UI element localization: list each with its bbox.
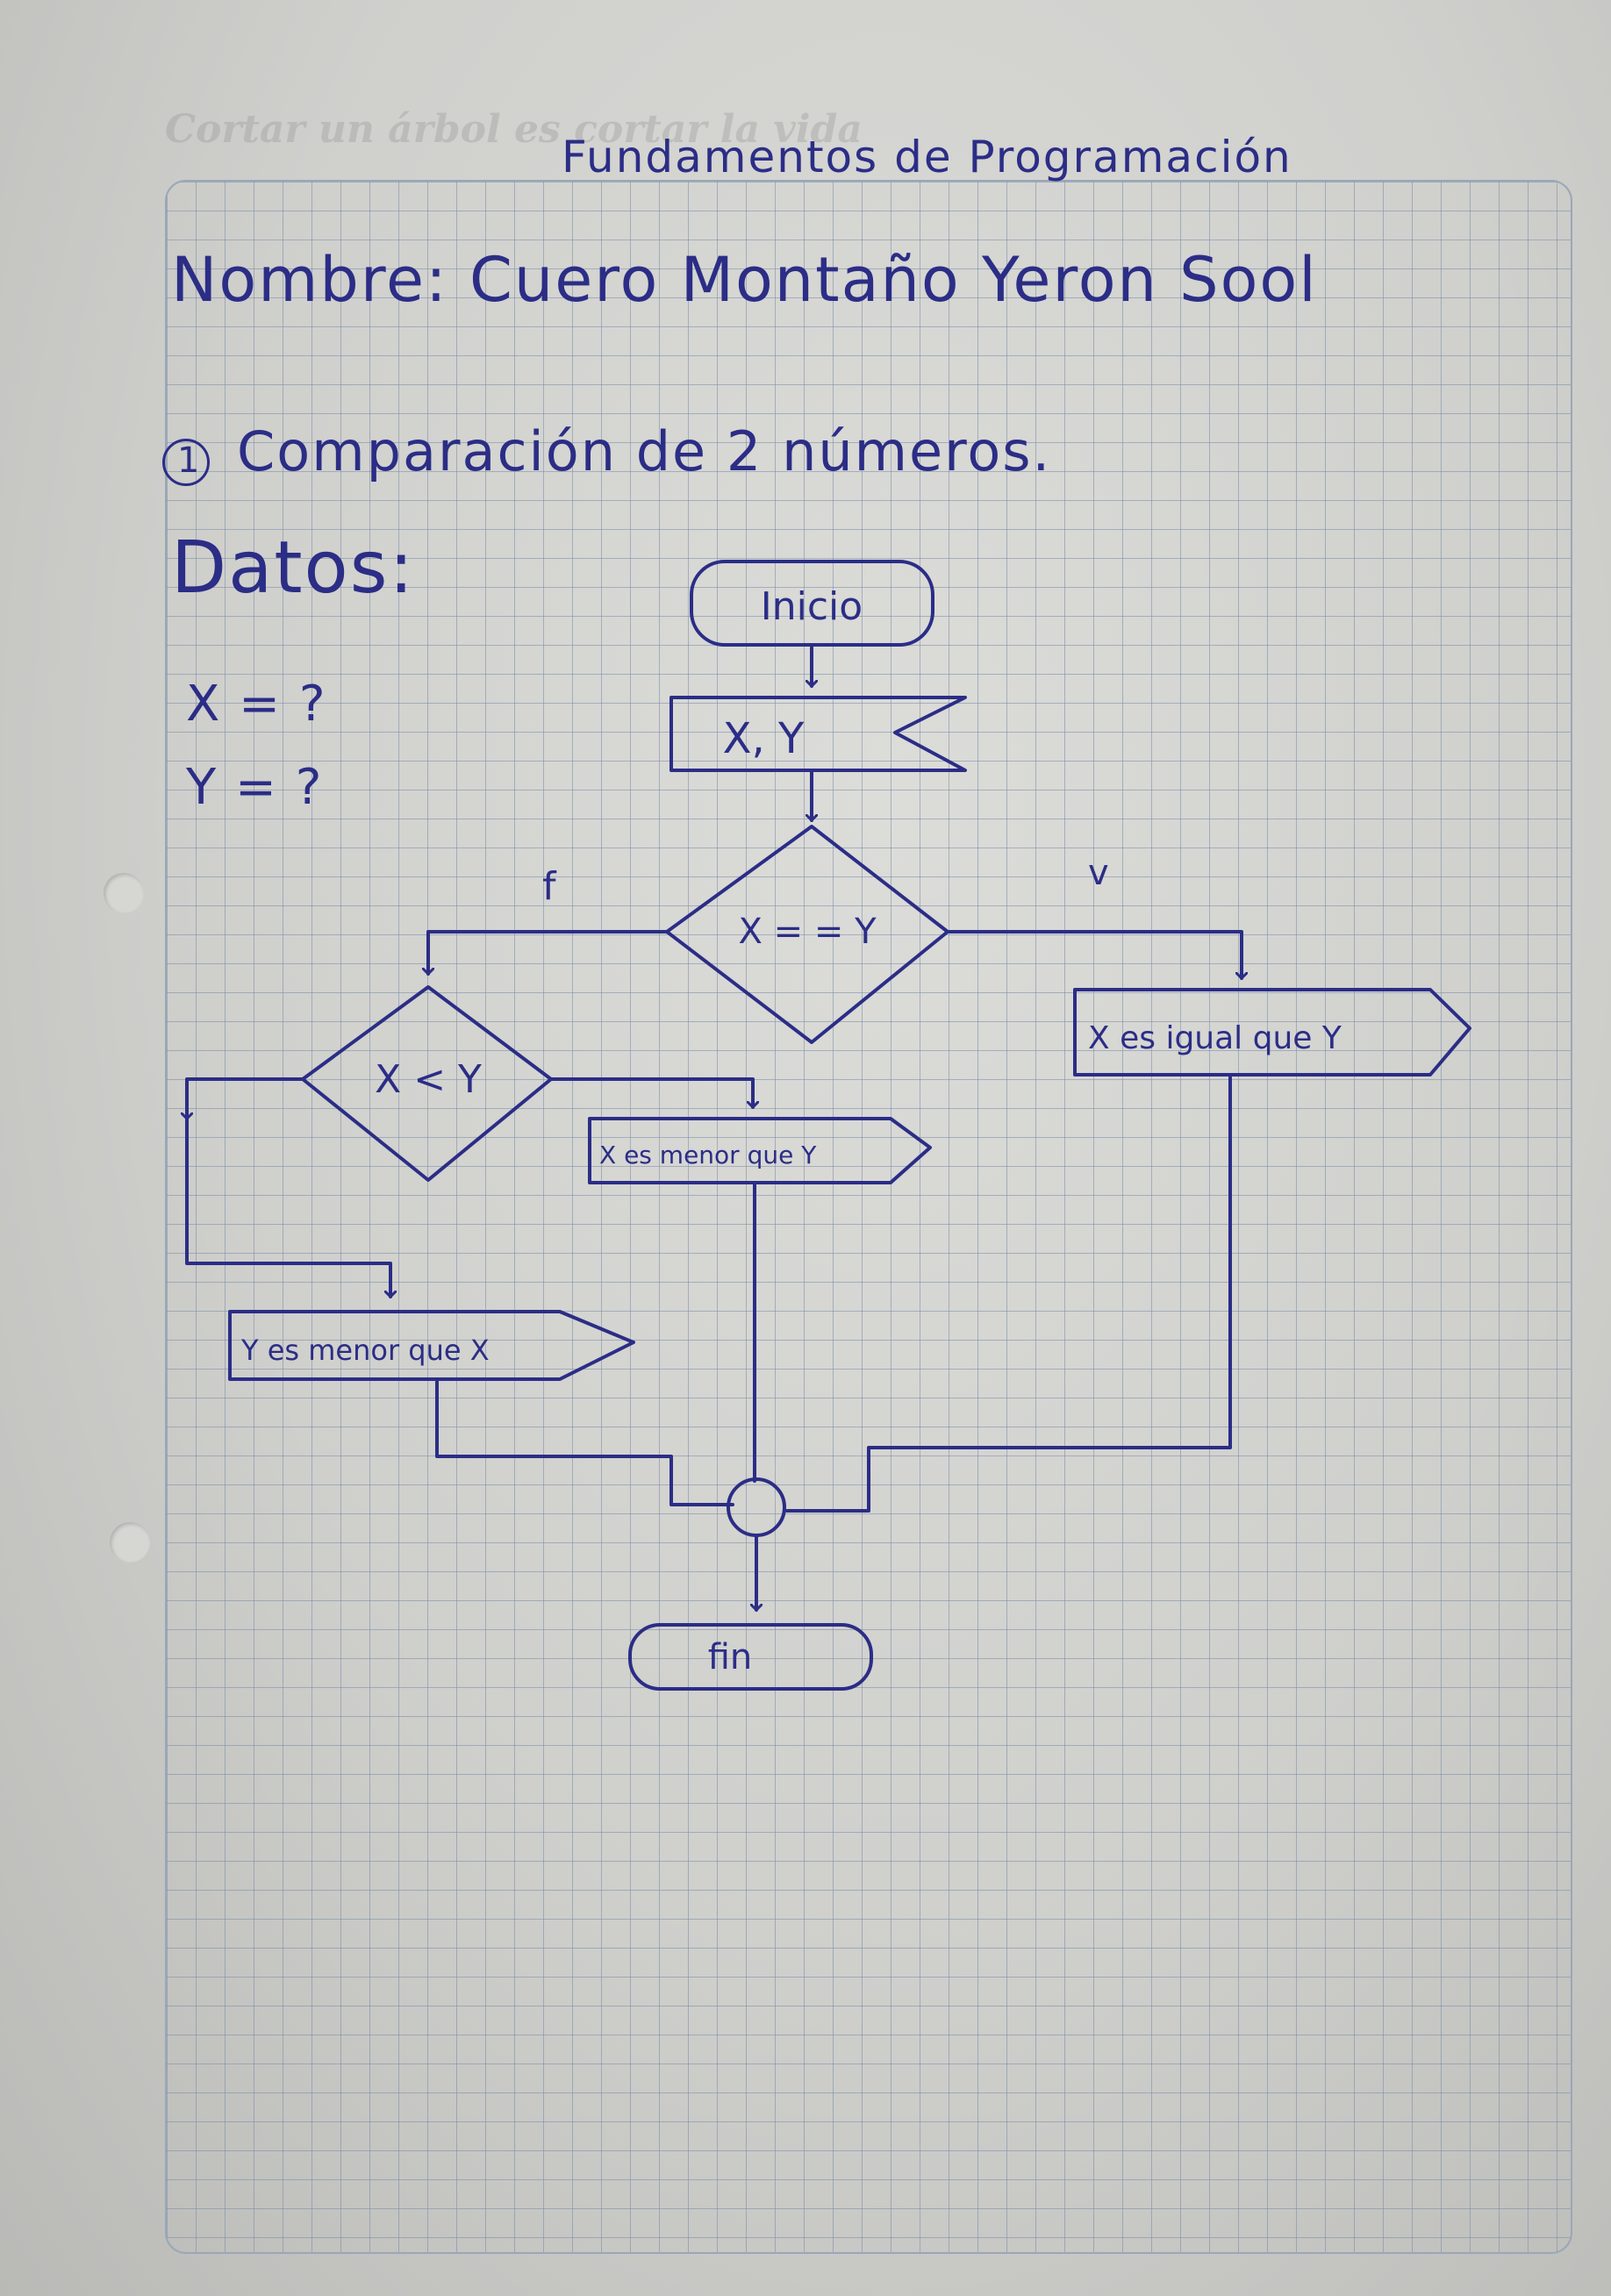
start-label: Inicio: [761, 584, 863, 629]
branch-false-label: f: [542, 864, 558, 909]
input-label: X, Y: [723, 714, 805, 763]
binder-hole: [110, 1522, 150, 1563]
watermark-text: Cortar un árbol es cortar la vida: [165, 107, 863, 152]
page-title: Fundamentos de Programación: [562, 132, 1292, 182]
exercise-title: Comparación de 2 números.: [237, 419, 1052, 483]
grid-paper: [165, 180, 1572, 2254]
flow-arrow-true: [946, 930, 1242, 978]
flow-line: [785, 1076, 1232, 1513]
exercise-number-circle: [162, 439, 210, 486]
binder-hole: [104, 873, 144, 913]
student-name: Nombre: Cuero Montaño Yeron Sool: [171, 244, 1318, 316]
decision-equal: [665, 825, 949, 1044]
start-terminator: [690, 560, 934, 647]
input-shape: [669, 696, 967, 772]
exercise-number: 1: [177, 440, 200, 481]
decision-equal-label: X = = Y: [738, 912, 877, 952]
end-label: fin: [708, 1637, 753, 1677]
output-equal: [1073, 988, 1471, 1076]
decision-less: [301, 985, 553, 1182]
flow-arrow: [185, 1117, 390, 1297]
output-equal-label: X es igual que Y: [1088, 1020, 1342, 1056]
flow-arrow-false: [428, 930, 669, 974]
branch-true-label: v: [1088, 853, 1111, 893]
flow-arrow: [549, 1077, 753, 1107]
output-x-less-label: X es menor que Y: [599, 1141, 817, 1169]
output-x-less: [588, 1117, 932, 1184]
data-var-x: X = ?: [186, 676, 327, 733]
merge-connector: [727, 1477, 786, 1537]
end-terminator: [628, 1623, 873, 1691]
output-y-less-label: Y es menor que X: [240, 1334, 490, 1367]
flow-line: [435, 1380, 734, 1506]
decision-less-label: X < Y: [375, 1057, 482, 1102]
flow-arrow: [187, 1077, 304, 1119]
output-y-less: [228, 1310, 635, 1381]
data-var-y: Y = ?: [186, 759, 324, 816]
data-heading: Datos:: [171, 526, 416, 610]
